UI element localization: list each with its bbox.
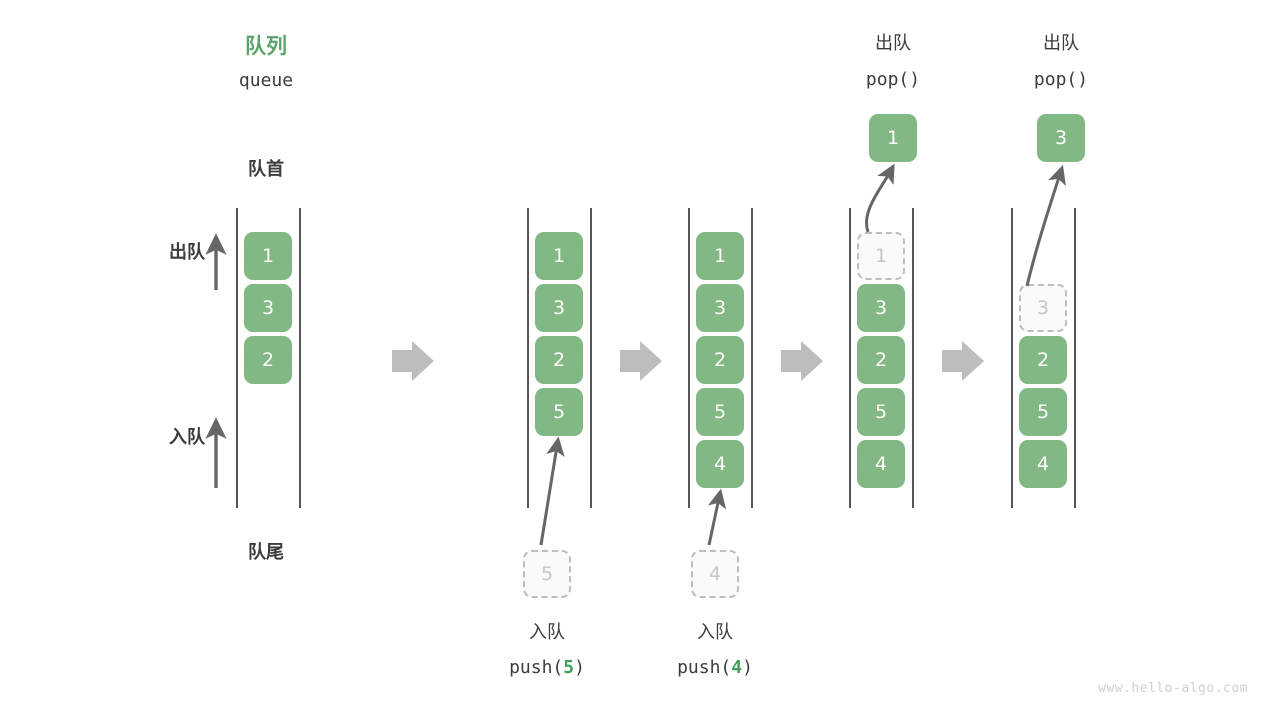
- queue-cell: 1: [535, 232, 583, 280]
- front-label: 队首: [248, 159, 284, 180]
- queue-rail-left: [849, 208, 851, 508]
- queue-rail-left: [1011, 208, 1013, 508]
- queue-rail-right: [299, 208, 301, 508]
- push-caption-cn: 入队: [529, 622, 565, 643]
- incoming-ghost-cell: 4: [691, 550, 739, 598]
- queue-cell: 5: [535, 388, 583, 436]
- push-code-prefix: push(: [509, 657, 564, 678]
- push-code-value: 4: [731, 657, 743, 678]
- queue-cell: 3: [696, 284, 744, 332]
- rear-label: 队尾: [248, 542, 284, 563]
- queue-rail-right: [912, 208, 914, 508]
- queue-cell: 2: [244, 336, 292, 384]
- queue-rail-left: [527, 208, 529, 508]
- queue-cell: 4: [696, 440, 744, 488]
- push-code-value: 5: [563, 657, 575, 678]
- popped-cell: 3: [1037, 114, 1085, 162]
- queue-cell: 5: [1019, 388, 1067, 436]
- queue-rail-left: [688, 208, 690, 508]
- pop-caption-code: pop(): [1033, 69, 1089, 90]
- queue-cell: 3: [857, 284, 905, 332]
- queue-cell: 4: [1019, 440, 1067, 488]
- step-arrow: [392, 341, 434, 381]
- push-caption-code: push(4): [655, 657, 775, 679]
- push-caption-code: push(5): [487, 657, 607, 679]
- queue-cell: 1: [244, 232, 292, 280]
- pop-caption-cn: 出队: [875, 33, 911, 54]
- queue-cell-ghost: 1: [857, 232, 905, 280]
- push-code-suffix: ): [742, 657, 753, 678]
- queue-cell: 2: [1019, 336, 1067, 384]
- queue-cell-ghost: 3: [1019, 284, 1067, 332]
- queue-cell: 2: [535, 336, 583, 384]
- queue-cell: 3: [535, 284, 583, 332]
- watermark: www.hello-algo.com: [1098, 681, 1248, 696]
- step-arrow: [620, 341, 662, 381]
- pop-1-arrow: [865, 163, 895, 233]
- queue-cell: 2: [857, 336, 905, 384]
- pop-caption-code: pop(): [865, 69, 921, 90]
- push-5-arrow: [539, 436, 565, 546]
- push-code-suffix: ): [574, 657, 585, 678]
- queue-cell: 5: [696, 388, 744, 436]
- dequeue-direction-label: 出队: [169, 242, 205, 263]
- queue-cell: 5: [857, 388, 905, 436]
- queue-rail-right: [751, 208, 753, 508]
- queue-cell: 2: [696, 336, 744, 384]
- queue-cell: 1: [696, 232, 744, 280]
- queue-title-en: queue: [238, 70, 294, 91]
- queue-rail-left: [236, 208, 238, 508]
- enqueue-direction-label: 入队: [169, 427, 205, 448]
- queue-cell: 3: [244, 284, 292, 332]
- incoming-ghost-cell: 5: [523, 550, 571, 598]
- popped-cell: 1: [869, 114, 917, 162]
- step-arrow: [942, 341, 984, 381]
- push-caption-cn: 入队: [697, 622, 733, 643]
- step-arrow: [781, 341, 823, 381]
- push-code-prefix: push(: [677, 657, 732, 678]
- pop-3-arrow: [1025, 164, 1066, 287]
- queue-title-cn: 队列: [245, 34, 287, 58]
- queue-rail-right: [590, 208, 592, 508]
- queue-rail-right: [1074, 208, 1076, 508]
- push-4-arrow: [707, 488, 727, 546]
- pop-caption-cn: 出队: [1043, 33, 1079, 54]
- queue-cell: 4: [857, 440, 905, 488]
